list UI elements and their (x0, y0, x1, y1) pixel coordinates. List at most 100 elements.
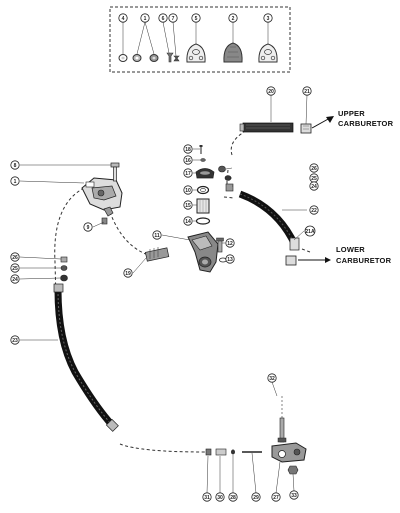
upper-hose-20 (239, 122, 294, 133)
callout-number: 33 (291, 493, 297, 499)
callout-circle (309, 181, 319, 191)
callout-circle (302, 86, 312, 96)
callout-circle (202, 492, 212, 502)
callout-c21a: 21A (304, 225, 316, 237)
callout-number: 14 (185, 219, 191, 225)
callout-number: 4 (122, 16, 125, 22)
callout-number: 2 (232, 16, 235, 22)
lower-label-line2: CARBURETOR (336, 256, 392, 265)
callout-number: 10 (185, 188, 191, 194)
callout-circle (267, 373, 277, 383)
callout-number: 30 (217, 495, 223, 501)
fittings-24-26-lower (60, 256, 68, 282)
lower-carburetor-arrow (298, 257, 331, 263)
callout-circle (289, 490, 299, 500)
fitting-9 (101, 217, 108, 225)
callout-c2: 2 (228, 13, 238, 23)
upper-carburetor-arrow (311, 116, 334, 129)
callout-number: 16 (185, 158, 191, 164)
callout-number: 21A (305, 229, 315, 235)
callout-circle (225, 238, 235, 248)
upper-label-line1: UPPER (338, 109, 365, 118)
upper-label-line2: CARBURETOR (338, 119, 394, 128)
callout-circle (183, 168, 193, 178)
lower-hose-22 (238, 190, 300, 251)
callout-c4: 4 (118, 13, 128, 23)
callout-number: 13 (227, 257, 233, 263)
callout-number: 15 (185, 203, 191, 209)
callout-number: 23 (12, 338, 18, 344)
callout-number: 22 (311, 208, 317, 214)
callout-number: 29 (253, 495, 259, 501)
callout-circle (83, 222, 93, 232)
leader-lines (19, 94, 308, 494)
callout-number: 26 (12, 255, 18, 261)
callout-number: 9 (87, 225, 90, 231)
callout-circle (10, 252, 20, 262)
callout-number: 24 (311, 184, 317, 190)
callout-c28: 28 (228, 492, 238, 502)
callout-circle (304, 225, 316, 237)
callout-circle (215, 492, 225, 502)
callout-c24: 24 (10, 274, 20, 284)
filter-stack (187, 145, 227, 273)
callout-c26a: 26 (309, 163, 319, 173)
callout-c26: 26 (10, 252, 20, 262)
callout-circle (228, 492, 238, 502)
callout-c20: 20 (266, 86, 276, 96)
callout-circle (123, 268, 133, 278)
callout-circle (10, 160, 20, 170)
callout-circle (10, 263, 20, 273)
callout-number: 17 (185, 171, 191, 177)
callout-circle (10, 274, 20, 284)
callout-c1a: 1 (140, 13, 150, 23)
lower-label-line1: LOWER (336, 245, 365, 254)
callout-circle (183, 200, 193, 210)
callout-circle (228, 13, 238, 23)
callout-c9: 9 (83, 222, 93, 232)
callout-c21: 21 (302, 86, 312, 96)
callout-circle (263, 13, 273, 23)
callout-c25: 25 (10, 263, 20, 273)
callout-c23: 23 (10, 335, 20, 345)
callout-c13: 13 (225, 254, 235, 264)
callout-number: 7 (172, 16, 175, 22)
repair-kit-box (109, 6, 291, 73)
callout-number: 31 (204, 495, 210, 501)
callout-c33: 33 (289, 490, 299, 500)
lower-carburetor-label: LOWER CARBURETOR (336, 245, 392, 265)
long-hose-23 (53, 283, 119, 432)
callout-number: 24 (12, 277, 18, 283)
fitting-21 (300, 123, 312, 134)
callout-c19: 19 (123, 268, 133, 278)
fitting-21a (285, 255, 297, 266)
callout-circle (191, 13, 201, 23)
callout-circle (225, 254, 235, 264)
callout-circle (118, 13, 128, 23)
callout-circle (266, 86, 276, 96)
callout-c22: 22 (309, 205, 319, 215)
callout-c5a: 5 (191, 13, 201, 23)
callout-circle (183, 155, 193, 165)
callout-number: 25 (12, 266, 18, 272)
callout-circle (309, 205, 319, 215)
callout-number: 21 (304, 89, 310, 95)
callout-number: 32 (269, 376, 275, 382)
callout-number: 26 (311, 166, 317, 172)
fitting-19 (144, 247, 170, 262)
callout-circle (168, 13, 178, 23)
callout-c31: 31 (202, 492, 212, 502)
callout-circle (183, 144, 193, 154)
callout-number: 27 (273, 495, 279, 501)
callout-c1: 1 (10, 176, 20, 186)
callout-c7: 7 (168, 13, 178, 23)
bottom-fittings (205, 396, 307, 475)
callout-c16: 16 (183, 155, 193, 165)
callout-c15: 15 (183, 200, 193, 210)
callout-c12: 12 (225, 238, 235, 248)
callout-number: 11 (154, 233, 160, 239)
callout-number: 1 (14, 179, 17, 185)
callout-number: 3 (267, 16, 270, 22)
